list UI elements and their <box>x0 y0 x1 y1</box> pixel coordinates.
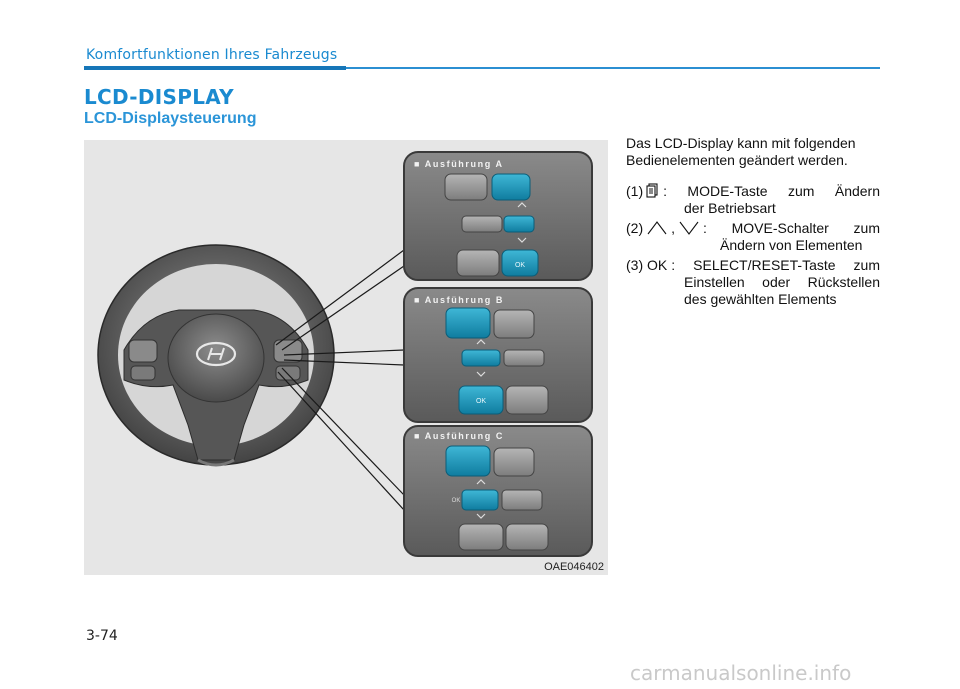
variant-c-panel <box>403 425 593 557</box>
steering-wheel-figure: OK OK OK ■ Ausführung A ■ Ausführung B ■… <box>84 140 608 575</box>
variant-label-a: ■ Ausführung A <box>414 159 504 169</box>
ok-label-b: OK <box>476 398 486 405</box>
ok-label-c: OK <box>452 498 461 504</box>
item-3-desc-line-1: : SELECT/RESET-Taste zum <box>671 257 880 273</box>
header-rule-light <box>346 67 880 69</box>
steering-wheel-illustration: OK OK OK <box>97 151 593 557</box>
watermark: carmanualsonline.info <box>630 661 852 685</box>
figure-code: OAE046402 <box>544 561 604 573</box>
item-3-desc-line-2: Einstellen oder Rückstellen <box>684 274 880 290</box>
variant-a-panel <box>403 151 593 281</box>
item-1-desc-line-1: : MODE-Taste zum Ändern <box>663 183 880 199</box>
item-2-separator: , <box>671 220 676 236</box>
callout-lines <box>275 249 405 511</box>
mode-button-icon <box>646 183 658 198</box>
list-item-move: (2) , : MOVE-Schalter zum Ändern von Ele… <box>626 220 880 254</box>
page-number: 3-74 <box>86 628 118 644</box>
header-rule-dark <box>84 66 346 70</box>
list-item-ok: (3) OK : SELECT/RESET-Taste zum Einstell… <box>626 257 880 308</box>
item-2-desc-line-1: : MOVE-Schalter zum <box>703 220 880 236</box>
item-1-number: (1) <box>626 183 644 199</box>
subsection-title: LCD-Displaysteuerung <box>84 110 257 127</box>
section-title: LCD-DISPLAY <box>84 85 234 109</box>
intro-line-2: Bedienelementen geändert werden. <box>626 152 848 168</box>
item-1-desc-line-2: der Betriebsart <box>684 200 776 216</box>
ok-label-a: OK <box>515 262 525 269</box>
variant-b-panel <box>403 287 593 423</box>
item-2-number: (2) <box>626 220 644 236</box>
intro-line-1: Das LCD-Display kann mit folgenden <box>626 135 856 151</box>
variant-label-c: ■ Ausführung C <box>414 431 504 441</box>
item-2-desc-line-2: Ändern von Elementen <box>720 237 863 253</box>
intro-paragraph: Das LCD-Display kann mit folgenden Bedie… <box>626 135 880 169</box>
list-item-mode: (1) : MODE-Taste zum Ändern der Betriebs… <box>626 183 880 217</box>
move-up-icon <box>647 221 667 235</box>
chapter-label: Komfortfunktionen Ihres Fahrzeugs <box>86 47 338 63</box>
steering-wheel-icon <box>97 244 335 467</box>
variant-label-b: ■ Ausführung B <box>414 295 504 305</box>
description-text: Das LCD-Display kann mit folgenden Bedie… <box>626 135 880 311</box>
item-3-desc-line-3: des gewählten Elements <box>684 291 837 307</box>
item-3-number: (3) OK <box>626 257 668 273</box>
hyundai-logo-icon <box>195 341 237 367</box>
move-down-icon <box>679 221 699 235</box>
